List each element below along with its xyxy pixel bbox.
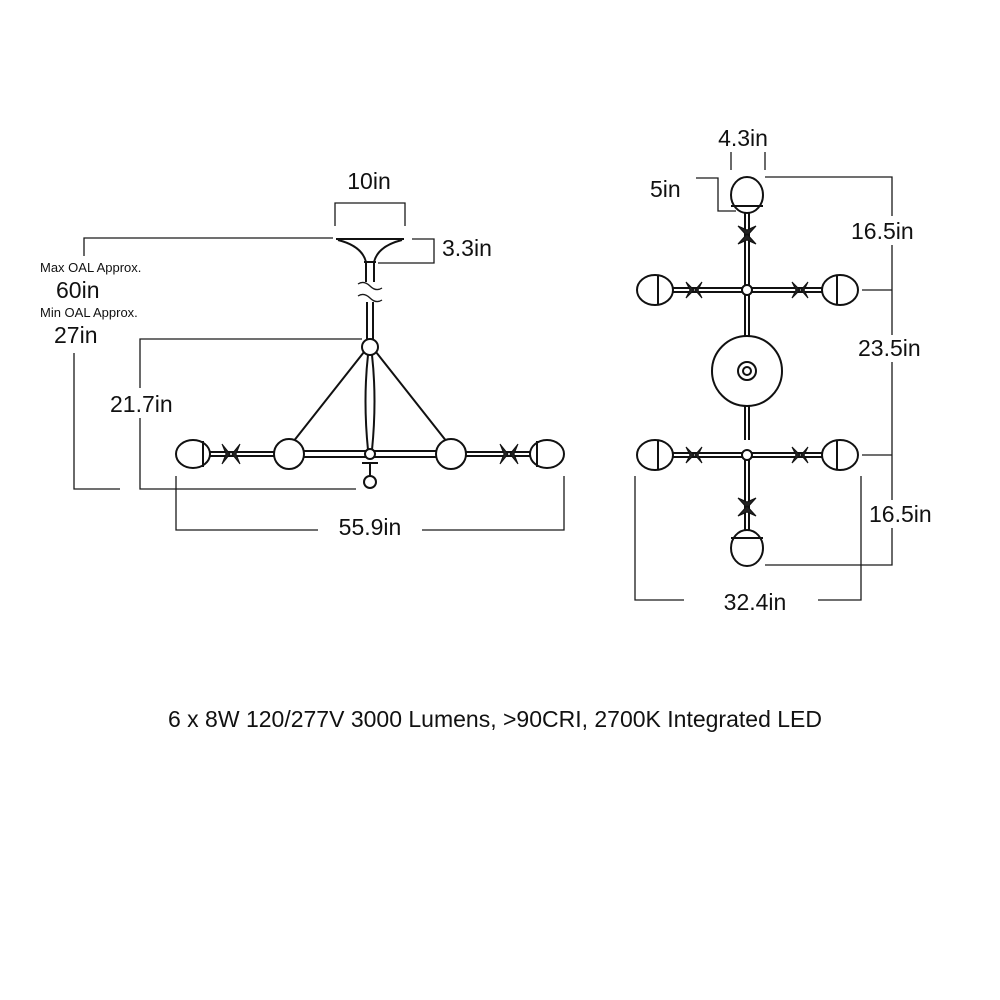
canopy-width-label: 10in bbox=[347, 168, 390, 194]
shade-width-dimension: 4.3in bbox=[718, 125, 768, 170]
side-shade-right bbox=[529, 439, 565, 469]
top-width-dimension: 32.4in bbox=[634, 476, 862, 615]
side-width-dimension: 55.9in bbox=[175, 476, 565, 540]
vertical-dimensions: 16.5in 23.5in 16.5in bbox=[765, 176, 932, 566]
side-view: 10in 3.3in Max OAL Approx. 60in Min OAL … bbox=[40, 168, 565, 540]
horizontal-arm bbox=[210, 443, 530, 489]
top-shade-bottom bbox=[730, 460, 764, 567]
middle-spacing-label: 23.5in bbox=[858, 335, 921, 361]
top-canopy bbox=[711, 295, 783, 440]
canopy bbox=[336, 238, 404, 263]
top-upper-arm bbox=[636, 274, 859, 306]
top-spacing-label: 16.5in bbox=[851, 218, 914, 244]
top-width-label: 32.4in bbox=[724, 589, 787, 615]
shade-width-label: 4.3in bbox=[718, 125, 768, 151]
hub-assembly bbox=[273, 338, 467, 470]
bottom-spacing-label: 16.5in bbox=[869, 501, 932, 527]
canopy-height-dimension: 3.3in bbox=[378, 235, 492, 264]
body-height-dimension: 21.7in bbox=[110, 338, 362, 490]
oal-dimension: Max OAL Approx. 60in Min OAL Approx. 27i… bbox=[40, 237, 333, 490]
top-view: 4.3in 5in 16.5in 23.5in 16.5in bbox=[634, 125, 932, 615]
max-oal-label: Max OAL Approx. bbox=[40, 260, 141, 275]
spec-text: 6 x 8W 120/277V 3000 Lumens, >90CRI, 270… bbox=[168, 706, 822, 732]
shade-depth-label: 5in bbox=[650, 176, 681, 202]
canopy-height-label: 3.3in bbox=[442, 235, 492, 261]
min-oal-value: 27in bbox=[54, 322, 97, 348]
side-shade-left bbox=[175, 439, 211, 469]
min-oal-label: Min OAL Approx. bbox=[40, 305, 138, 320]
max-oal-value: 60in bbox=[56, 277, 99, 303]
side-width-label: 55.9in bbox=[339, 514, 402, 540]
canopy-width-dimension: 10in bbox=[334, 168, 406, 226]
top-lower-arm bbox=[636, 439, 859, 471]
stem bbox=[357, 262, 383, 340]
shade-depth-dimension: 5in bbox=[650, 176, 736, 212]
body-height-label: 21.7in bbox=[110, 391, 173, 417]
top-shade-top bbox=[730, 176, 764, 288]
